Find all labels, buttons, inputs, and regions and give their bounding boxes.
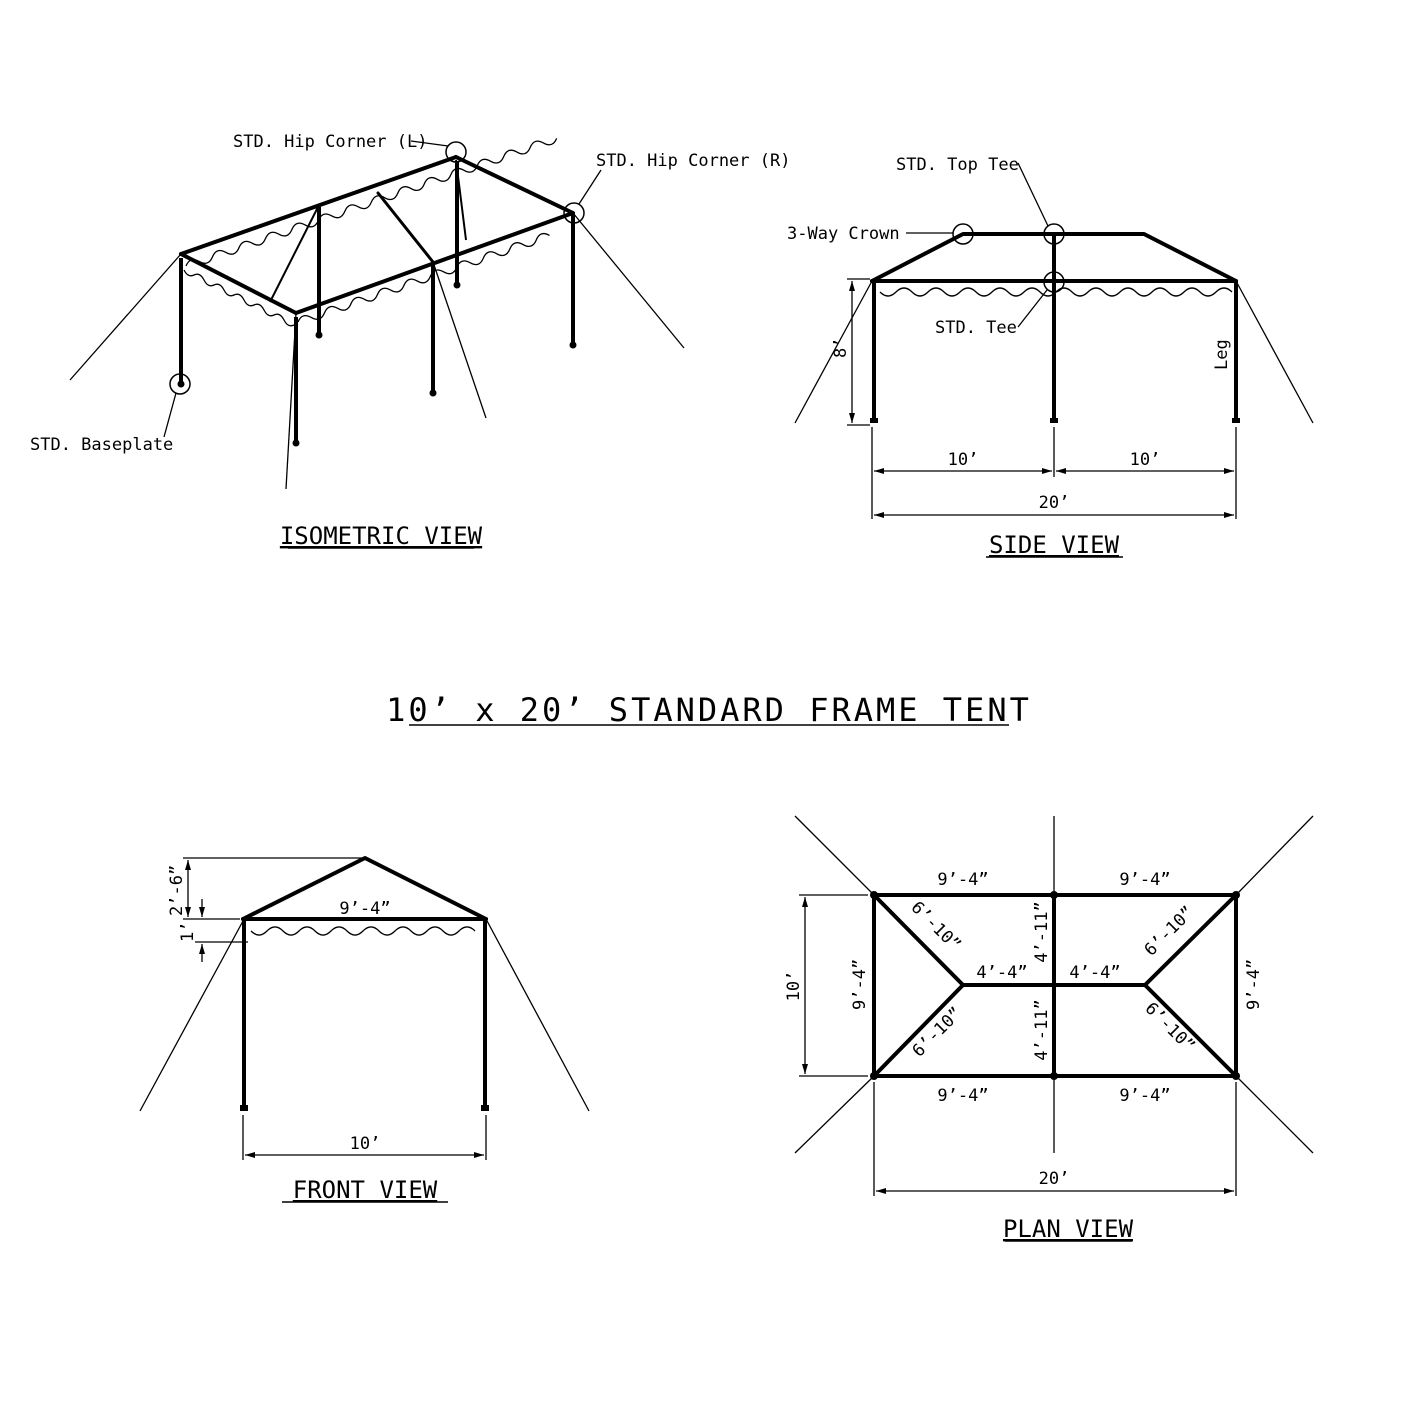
- front-view-title: FRONT VIEW: [293, 1176, 438, 1204]
- plan-left-end-dim: 9’-4”: [850, 959, 870, 1010]
- main-title: 10’ x 20’ STANDARD FRAME TENT: [386, 691, 1032, 729]
- hip-corner-right-marker: [563, 202, 585, 224]
- plan-top-right-dim: 9’-4”: [1119, 870, 1170, 890]
- plan-right-end-dim: 9’-4”: [1244, 959, 1264, 1010]
- side-right-half-dim: 10’: [1130, 450, 1161, 470]
- plan-view-title: PLAN VIEW: [1003, 1215, 1134, 1243]
- plan-bottom-left-dim: 9’-4”: [937, 1086, 988, 1106]
- main-title-block: 10’ x 20’ STANDARD FRAME TENT: [386, 691, 1032, 729]
- front-valance-dim: 1’: [178, 922, 198, 942]
- plan-top-left-dim: 9’-4”: [937, 870, 988, 890]
- side-total-dim: 20’: [1039, 493, 1070, 513]
- hip-corner-right-label: STD. Hip Corner (R): [596, 151, 790, 171]
- front-rise-dim: 2’-6”: [167, 865, 187, 916]
- three-way-crown-marker: [952, 223, 974, 245]
- plan-bottom-right-dim: 9’-4”: [1119, 1086, 1170, 1106]
- plan-length-dim: 20’: [1039, 1169, 1070, 1189]
- front-width-dim: 10’: [350, 1134, 381, 1154]
- isometric-view: STD. Hip Corner (L) STD. Hip Corner (R) …: [30, 132, 790, 550]
- plan-view: 9’-4” 9’-4” 9’-4” 9’-4” 9’-4” 9’-4” 6’-1…: [784, 815, 1314, 1243]
- tee-label: STD. Tee: [935, 318, 1017, 338]
- plan-diag-ul-dim: 6’-10”: [907, 898, 965, 956]
- side-left-half-dim: 10’: [948, 450, 979, 470]
- plan-width-dim: 10’: [784, 971, 804, 1002]
- top-tee-marker: [1043, 223, 1065, 245]
- plan-center-upper-dim: 4’-11”: [1032, 901, 1052, 962]
- plan-center-lower-dim: 4’-11”: [1032, 999, 1052, 1060]
- baseplate-marker: [169, 373, 191, 395]
- tee-marker: [1043, 271, 1065, 293]
- top-tee-label: STD. Top Tee: [896, 155, 1019, 175]
- isometric-view-title: ISOMETRIC VIEW: [280, 522, 483, 550]
- plan-ridge-left-dim: 4’-4”: [976, 963, 1027, 983]
- hip-corner-left-label: STD. Hip Corner (L): [233, 132, 427, 152]
- plan-ridge-right-dim: 4’-4”: [1069, 963, 1120, 983]
- baseplate-label: STD. Baseplate: [30, 435, 173, 455]
- side-view: STD. Top Tee 3-Way Crown STD. Tee Leg 8’…: [787, 155, 1314, 559]
- three-way-crown-label: 3-Way Crown: [787, 224, 900, 244]
- leg-label: Leg: [1212, 339, 1232, 370]
- front-view: 9’-4” 2’-6” 1’ 10’ FRONT VIEW: [139, 856, 590, 1204]
- hip-corner-left-marker: [445, 141, 467, 163]
- side-height-dim: 8’: [831, 338, 851, 358]
- plan-diag-ur-dim: 6’-10”: [1141, 903, 1199, 961]
- front-rafter-dim: 9’-4”: [339, 899, 390, 919]
- side-view-title: SIDE VIEW: [989, 531, 1120, 559]
